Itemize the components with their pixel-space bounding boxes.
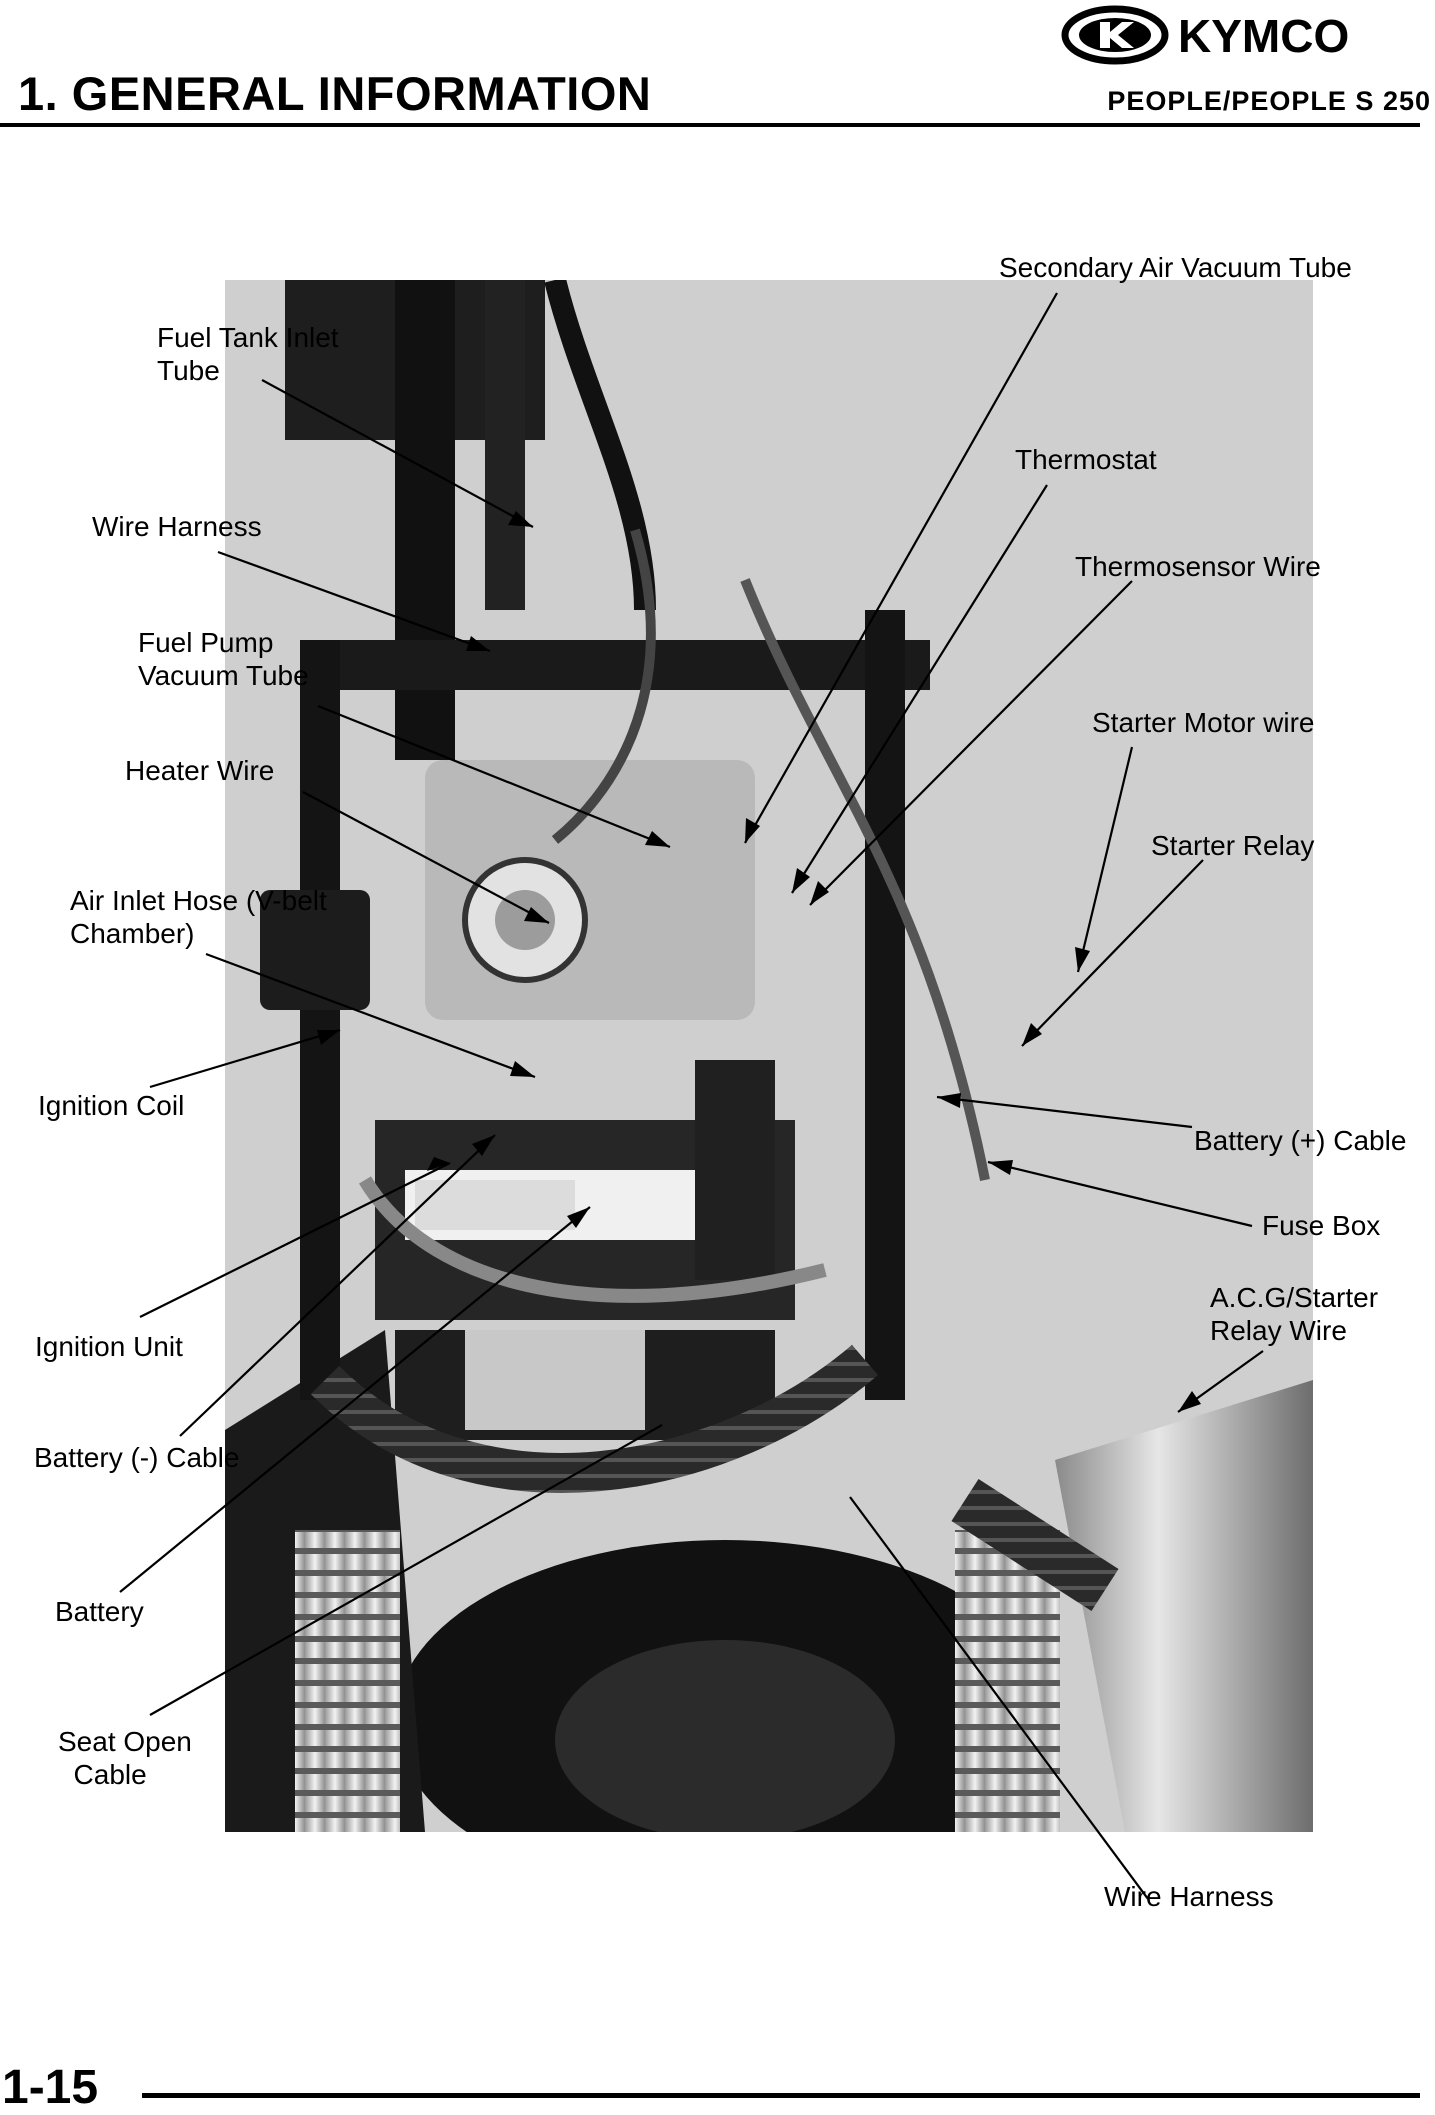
model-name: PEOPLE/PEOPLE S 250 xyxy=(1107,86,1431,116)
kymco-logo: KYMCO xyxy=(1060,4,1410,66)
brand-text: KYMCO xyxy=(1178,10,1349,62)
label-fuel-pump-vacuum-tube: Fuel Pump Vacuum Tube xyxy=(138,627,309,691)
label-battery-pos-cable: Battery (+) Cable xyxy=(1194,1125,1407,1156)
page-number: 1-15 xyxy=(2,2061,99,2114)
label-acg-starter-relay-wire: A.C.G/Starter Relay Wire xyxy=(1210,1282,1379,1346)
footer-rule xyxy=(142,2093,1420,2098)
label-secondary-air-vacuum-tube: Secondary Air Vacuum Tube xyxy=(999,252,1352,283)
label-wire-harness-bottom: Wire Harness xyxy=(1104,1881,1274,1912)
label-starter-relay: Starter Relay xyxy=(1151,830,1315,861)
label-fuel-tank-inlet-tube: Fuel Tank Inlet Tube xyxy=(157,322,339,386)
page-title: 1. GENERAL INFORMATION xyxy=(18,67,652,120)
label-starter-motor-wire: Starter Motor wire xyxy=(1092,707,1315,738)
label-air-inlet-hose: Air Inlet Hose (V-belt Chamber) xyxy=(70,885,327,949)
label-seat-open-cable: Seat Open Cable xyxy=(58,1726,192,1790)
label-ignition-unit: Ignition Unit xyxy=(35,1331,183,1362)
label-thermostat: Thermostat xyxy=(1015,444,1157,475)
header-rule xyxy=(0,123,1420,127)
scooter-photo xyxy=(225,280,1313,1832)
label-thermosensor-wire: Thermosensor Wire xyxy=(1075,551,1321,582)
label-fuse-box: Fuse Box xyxy=(1262,1210,1381,1241)
label-ignition-coil: Ignition Coil xyxy=(38,1090,185,1121)
label-heater-wire: Heater Wire xyxy=(125,755,275,786)
label-wire-harness-top: Wire Harness xyxy=(92,511,262,542)
label-battery: Battery xyxy=(55,1596,144,1627)
label-battery-neg-cable: Battery (-) Cable xyxy=(34,1442,240,1473)
